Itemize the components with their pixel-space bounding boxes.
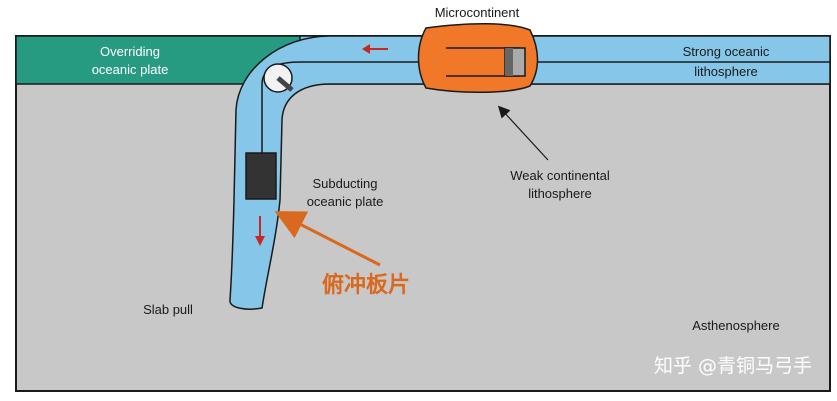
label-asthenosphere: Asthenosphere <box>692 318 779 333</box>
label-strong-line2: lithosphere <box>694 64 758 79</box>
asthenosphere-region <box>15 35 831 392</box>
label-subducting-line2: oceanic plate <box>307 194 384 209</box>
watermark-text: 知乎 @青铜马弓手 <box>654 355 812 377</box>
annotation-pointer <box>274 211 381 267</box>
label-weak-line2: lithosphere <box>528 186 592 201</box>
label-annotation-cn: 俯冲板片 <box>322 272 410 298</box>
label-overriding-line2: oceanic plate <box>92 62 169 77</box>
plate-motion-arrow <box>362 44 388 54</box>
slab-down-arrow <box>255 216 265 246</box>
subducting-slab <box>229 35 831 310</box>
label-microcontinent: Microcontinent <box>435 5 520 20</box>
slab-weight <box>245 152 277 200</box>
pulley-arm <box>276 76 294 92</box>
label-overriding-line1: Overriding <box>100 44 160 59</box>
microcontinent-piston-inner <box>505 48 513 76</box>
label-weak-line1: Weak continental <box>510 168 610 183</box>
label-subducting-line1: Subducting <box>312 176 377 191</box>
weak-lithosphere-pointer <box>497 105 549 161</box>
label-strong-line1: Strong oceanic <box>683 44 770 59</box>
label-slab-pull: Slab pull <box>143 302 193 317</box>
